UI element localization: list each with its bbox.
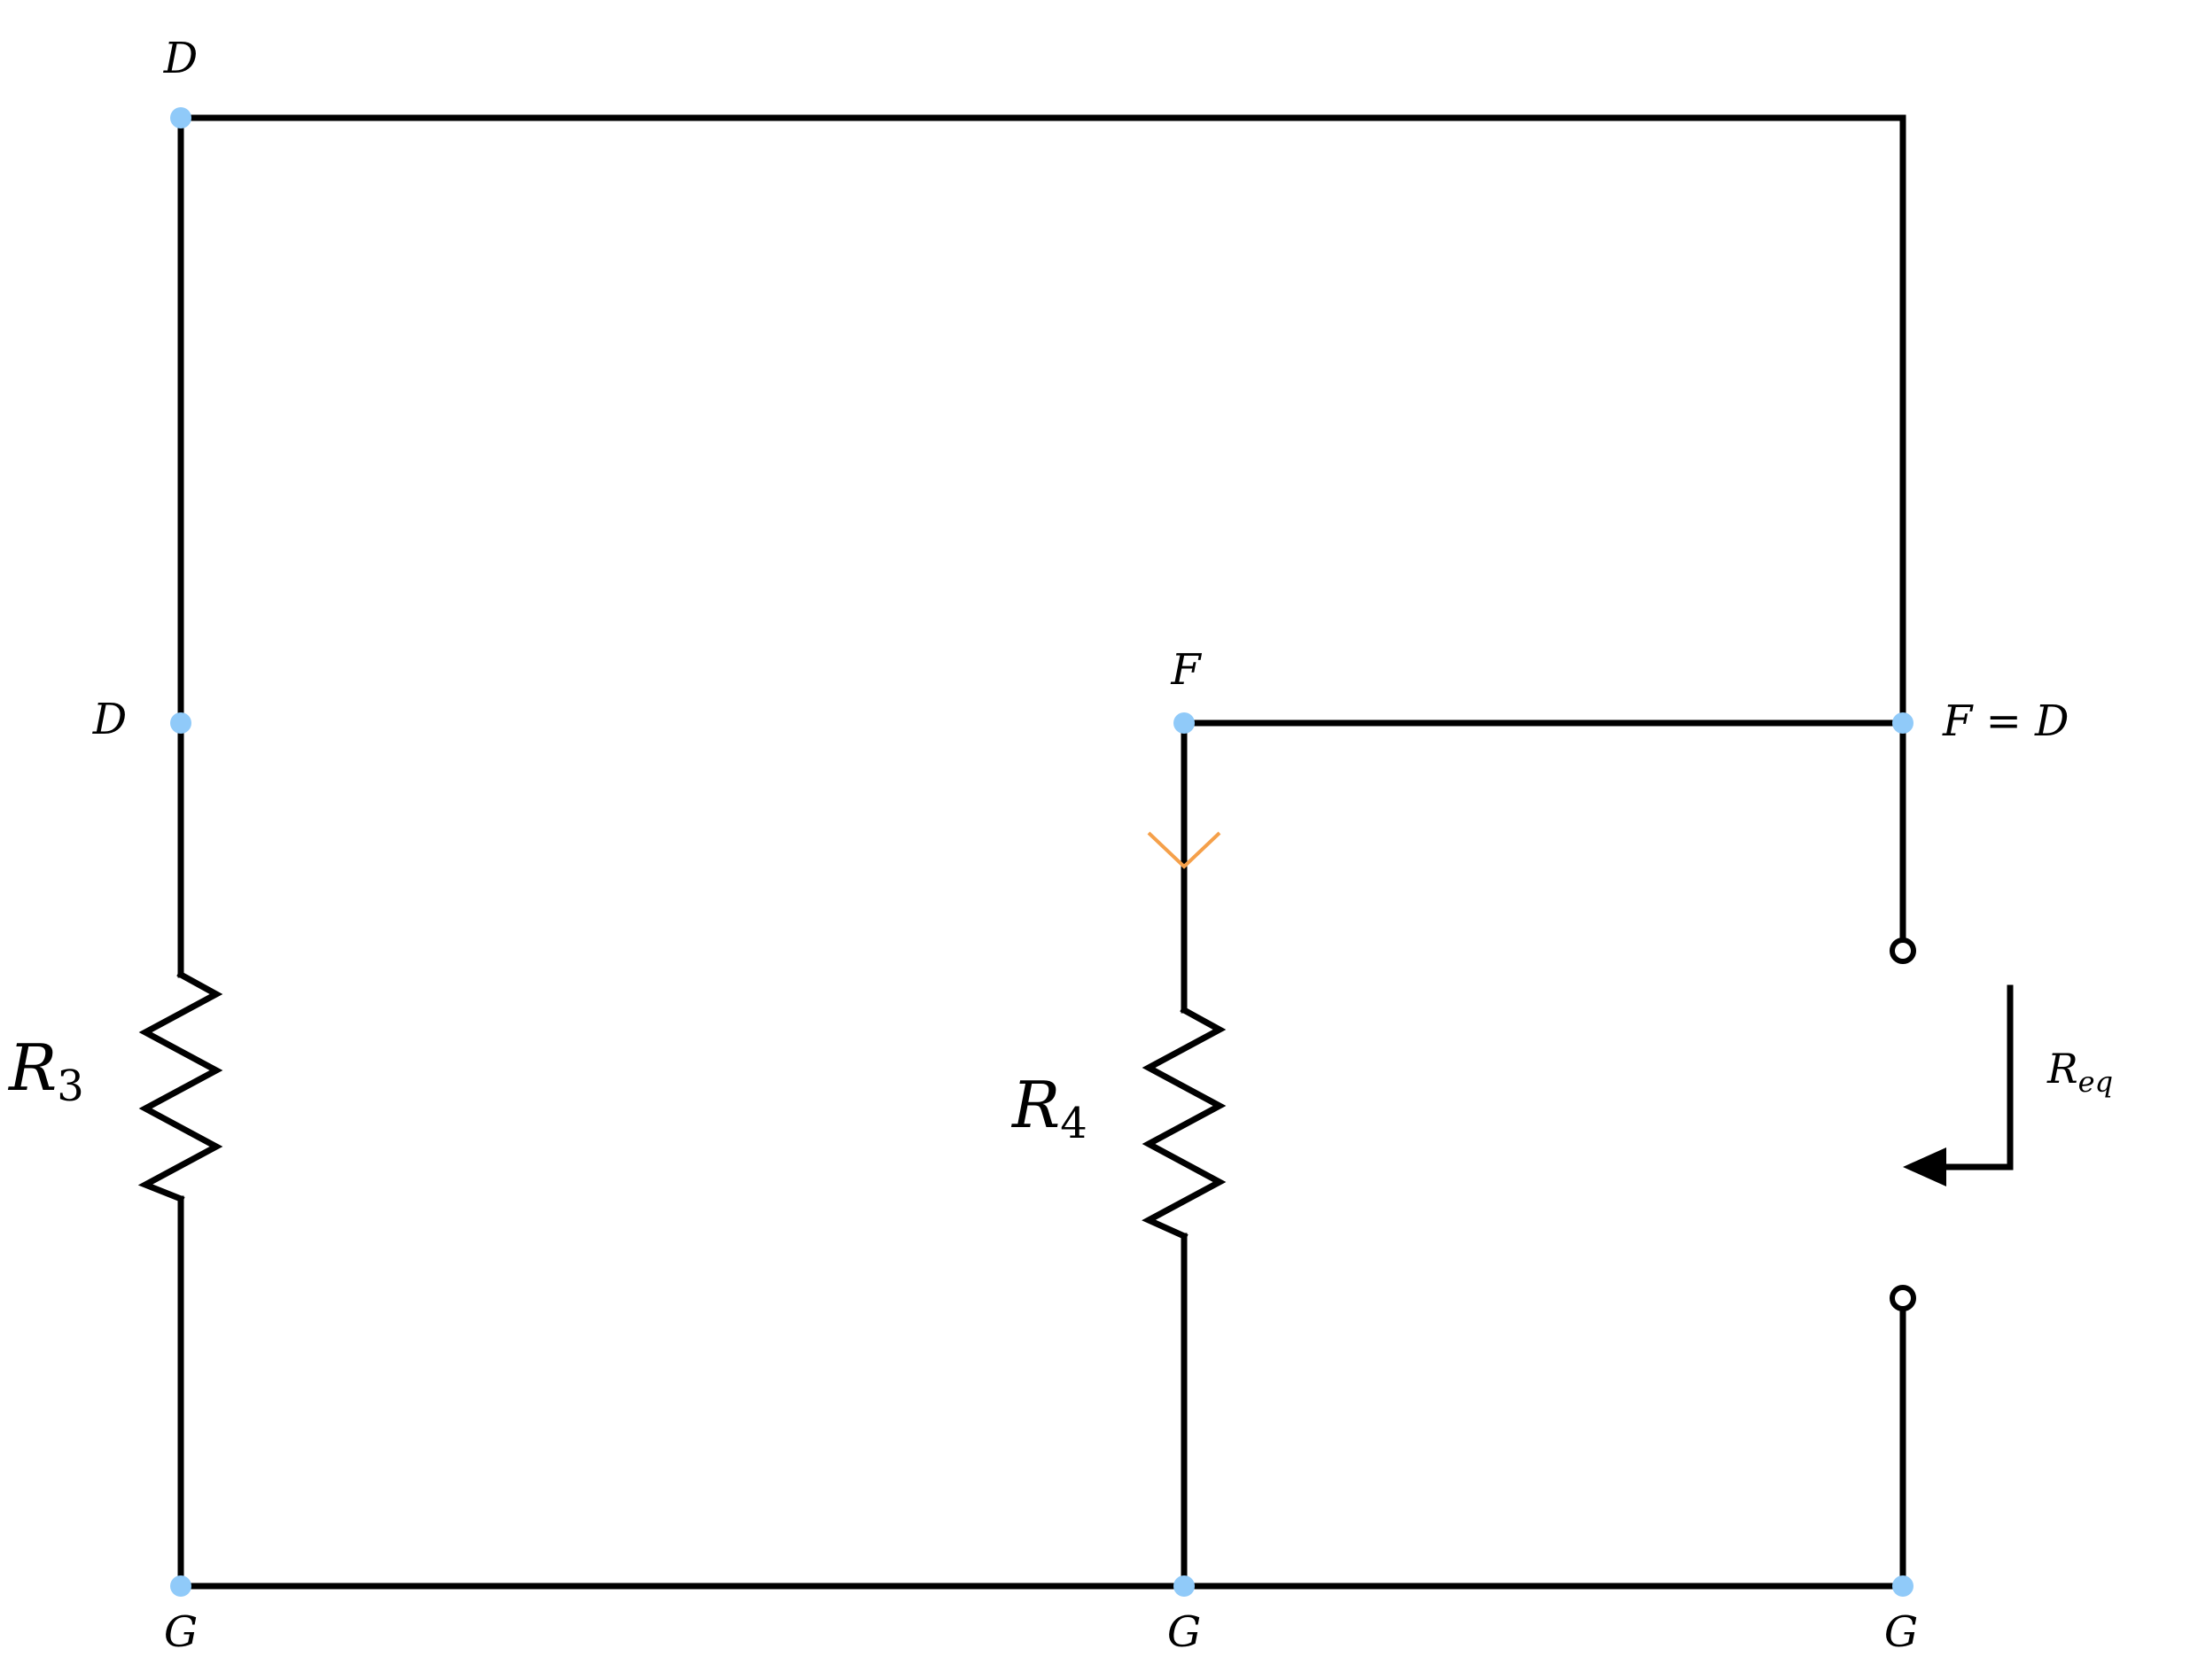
label-req-letter: R: [2046, 1045, 2078, 1093]
label-r4: R4: [1010, 1068, 1087, 1148]
label-r4-subscript: 4: [1060, 1099, 1087, 1148]
label-bottom-center: G: [1167, 1607, 1201, 1657]
label-req: Req: [2046, 1045, 2113, 1099]
wires: [177, 114, 1906, 1590]
resistor-r4: [1142, 1006, 1227, 1241]
label-req-subscript: eq: [2078, 1065, 2113, 1099]
label-mid-right: F = D: [1942, 696, 2069, 746]
label-mid-center: F: [1170, 645, 1202, 695]
label-r4-letter: R: [1010, 1068, 1060, 1142]
node-mid-left: [170, 712, 191, 734]
node-top-left: [170, 107, 191, 128]
node-mid-right: [1892, 712, 1914, 734]
label-bottom-left: G: [164, 1607, 198, 1657]
top-loop-wire: [177, 114, 1906, 727]
node-bottom-right: [1892, 1575, 1914, 1597]
label-mid-left: D: [92, 695, 127, 744]
resistor-r3: [137, 970, 223, 1203]
label-r3: R3: [7, 1031, 84, 1111]
label-bottom-right: G: [1884, 1607, 1918, 1657]
label-r3-letter: R: [7, 1031, 57, 1105]
left-arrow-icon: [1903, 1147, 1946, 1186]
label-r3-subscript: 3: [57, 1062, 84, 1111]
terminal-top: [1890, 937, 1916, 964]
terminal-bottom: [1890, 1285, 1916, 1311]
nodes: [170, 107, 1914, 1597]
current-direction-chevron-down-icon: [1147, 831, 1221, 869]
label-top-left: D: [163, 34, 198, 83]
req-arrow-line: [1937, 984, 2014, 1171]
node-bottom-center: [1173, 1575, 1195, 1597]
node-mid-center: [1173, 712, 1195, 734]
node-bottom-left: [170, 1575, 191, 1597]
